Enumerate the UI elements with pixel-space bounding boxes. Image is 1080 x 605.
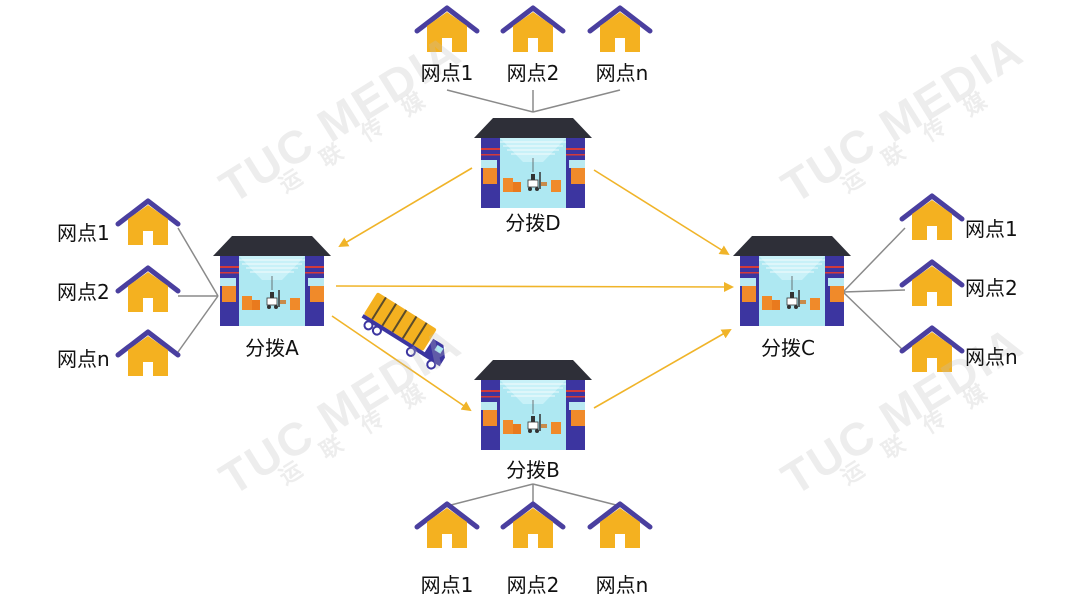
house-icon (902, 328, 962, 372)
node-label: 网点2 (506, 573, 560, 597)
connectors-left (177, 227, 219, 353)
node-label: 网点n (595, 61, 649, 85)
connectors-right (842, 227, 906, 353)
hub-label-A: 分拨A (245, 336, 299, 360)
house-icon (118, 332, 178, 376)
truck-icon (356, 291, 457, 374)
node-label: 网点1 (57, 221, 110, 245)
arrow-D-to-C (593, 169, 730, 256)
arrow-D-to-A (338, 167, 473, 248)
warehouse-B-icon (473, 359, 593, 451)
house-icon (118, 201, 178, 245)
house-icon (503, 8, 563, 52)
arrow-B-to-C (593, 329, 732, 409)
node-label: 网点2 (57, 280, 110, 304)
node-label: 网点2 (965, 276, 1018, 300)
node-label: 网点n (57, 347, 110, 371)
house-icon (590, 504, 650, 548)
house-icon (118, 268, 178, 312)
warehouse-C-icon (732, 235, 852, 327)
node-label: 网点n (595, 573, 649, 597)
hub-label-D: 分拨D (505, 211, 561, 235)
house-icon (902, 262, 962, 306)
house-icon (417, 504, 477, 548)
node-label: 网点n (965, 345, 1018, 369)
connectors-top (446, 89, 621, 113)
arrow-A-to-B (331, 315, 472, 412)
node-label: 网点1 (420, 573, 474, 597)
node-label: 网点1 (965, 217, 1018, 241)
warehouse-A-icon (212, 235, 332, 327)
hub-label-C: 分拨C (761, 336, 815, 360)
node-label: 网点2 (506, 61, 560, 85)
house-icon (417, 8, 477, 52)
house-icon (503, 504, 563, 548)
arrow-A-to-C (335, 281, 734, 292)
warehouse-D-icon (473, 117, 593, 209)
house-icon (590, 8, 650, 52)
flow-arrows (331, 167, 734, 412)
hub-label-B: 分拨B (506, 458, 560, 482)
house-icon (902, 196, 962, 240)
node-label: 网点1 (420, 61, 474, 85)
